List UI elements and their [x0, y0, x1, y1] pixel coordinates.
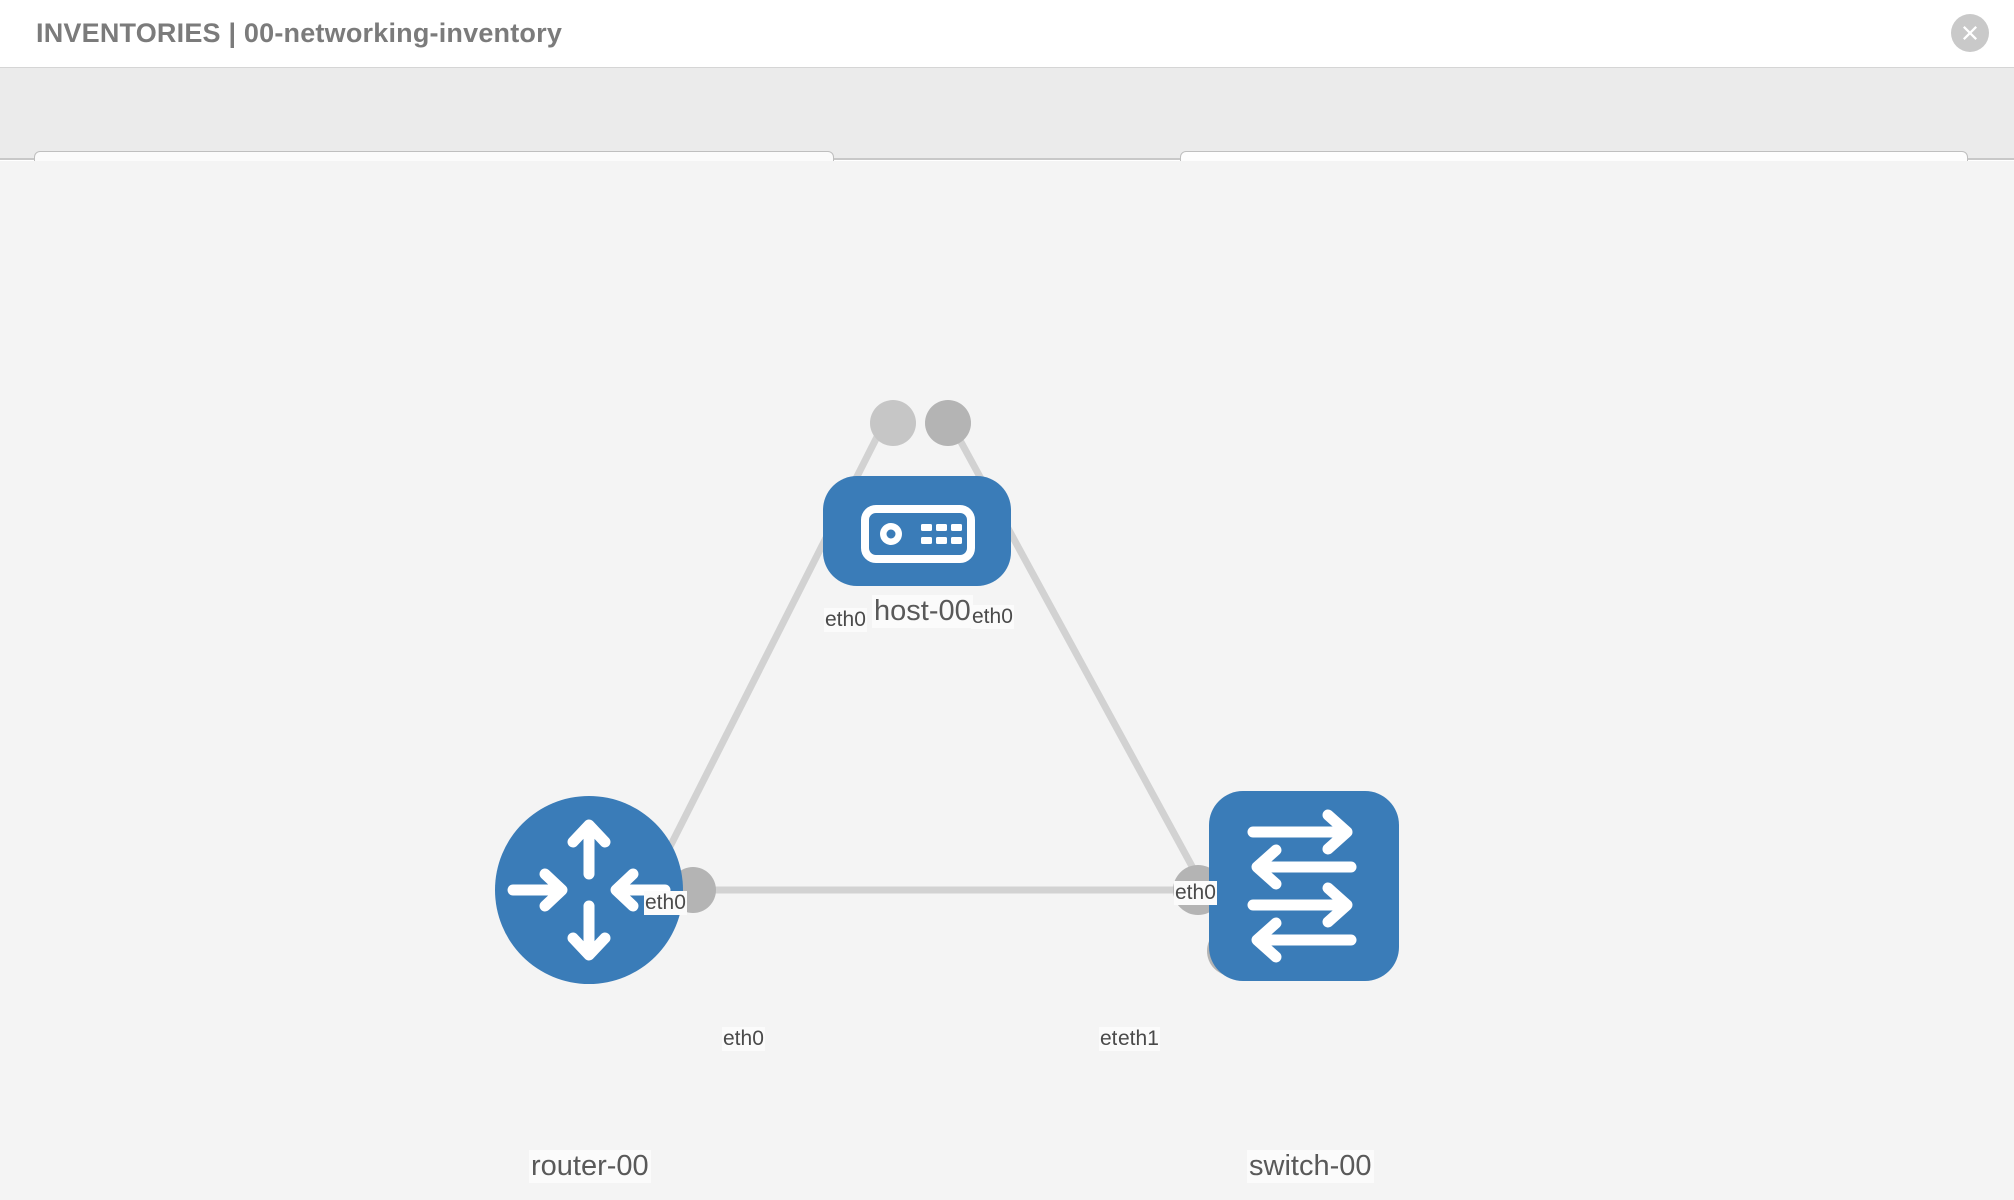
iface-label-router00-east[interactable]: eth0	[722, 1027, 765, 1051]
page-title: INVENTORIES | 00-networking-inventory	[36, 18, 563, 48]
topology-graph	[495, 400, 1399, 984]
iface-label-switch00-west-b[interactable]: eth1	[1117, 1027, 1160, 1051]
iface-label-switch00-north[interactable]: eth0	[1174, 881, 1217, 905]
node-router-00[interactable]	[495, 796, 683, 984]
connector-host00-right[interactable]	[925, 400, 971, 446]
node-host-00[interactable]	[823, 476, 1011, 586]
node-label-switch-00[interactable]: switch-00	[1247, 1150, 1374, 1183]
server-icon	[861, 505, 975, 563]
close-icon[interactable]	[1951, 14, 1989, 52]
node-label-router-00[interactable]: router-00	[529, 1150, 651, 1183]
connector-host00-left[interactable]	[870, 400, 916, 446]
topology-canvas[interactable]: host-00 router-00 switch-00 eth0 eth0 et…	[0, 161, 2014, 1200]
page-header: INVENTORIES | 00-networking-inventory	[0, 0, 2014, 68]
switch-icon	[1247, 809, 1357, 963]
node-switch-00[interactable]	[1209, 791, 1399, 981]
toolbar: ACTIONS SEARCH	[0, 68, 2014, 204]
iface-label-host00-left[interactable]: eth0	[824, 608, 867, 632]
node-label-host-00[interactable]: host-00	[872, 595, 973, 628]
router-icon	[507, 819, 671, 961]
iface-label-host00-right[interactable]: eth0	[971, 605, 1014, 629]
iface-label-router00-north[interactable]: eth0	[644, 891, 687, 915]
